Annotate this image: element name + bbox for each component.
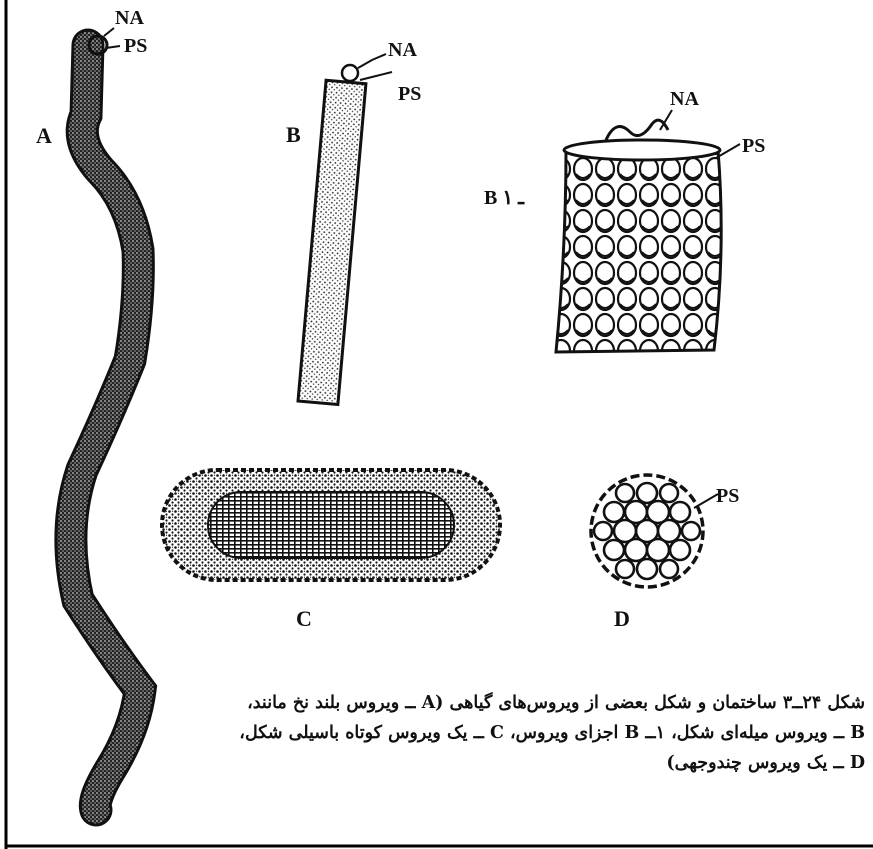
virus-b-label: B <box>286 122 301 147</box>
virus-b-na-coil <box>342 65 358 81</box>
virus-b1-na-label: NA <box>670 88 699 110</box>
virus-d-polyhedral <box>591 475 703 587</box>
virus-d-ps-label: PS <box>716 485 739 507</box>
virus-b-rod <box>298 80 366 404</box>
virus-c-bacilliform <box>162 470 500 580</box>
virus-a-na-label: NA <box>115 7 144 29</box>
virus-b-na-label: NA <box>388 39 417 61</box>
virus-a-ps-label: PS <box>124 35 147 57</box>
virus-d-label: D <box>614 606 630 631</box>
virus-c-label: C <box>296 606 312 631</box>
caption-line-1: شکل ۲۴ــ۳ ساختمان و شکل بعضی از ویروس‌ها… <box>105 688 865 718</box>
virus-b1-na-strand <box>606 120 668 140</box>
virus-a-na-pointer <box>104 28 114 36</box>
virus-b1-capsid <box>556 140 721 352</box>
virus-b-ps-label: PS <box>398 83 421 105</box>
caption-line-3: D ــ یک ویروس چندوجهی) <box>105 748 865 778</box>
virus-b1-label: B ـ ۱ <box>484 187 525 209</box>
virus-b1-ps-label: PS <box>742 135 765 157</box>
virus-a-label: A <box>36 123 52 148</box>
virus-d-ps-pointer <box>694 494 718 508</box>
figure-caption: شکل ۲۴ــ۳ ساختمان و شکل بعضی از ویروس‌ها… <box>105 688 865 778</box>
caption-line-2: B ــ ویروس میله‌ای شکل، ۱ــ B اجزای ویرو… <box>105 718 865 748</box>
virus-b-na-pointer <box>358 54 386 68</box>
virus-b-ps-pointer <box>360 72 392 80</box>
